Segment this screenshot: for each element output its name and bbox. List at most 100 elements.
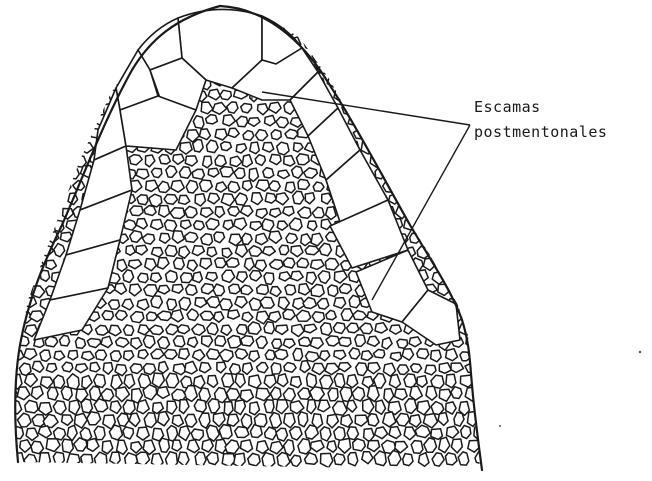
granular-scale bbox=[67, 454, 80, 466]
granular-scale bbox=[305, 425, 318, 439]
granular-scale bbox=[334, 454, 345, 465]
granular-scale bbox=[52, 193, 64, 205]
granular-scale bbox=[370, 128, 382, 139]
granular-scale bbox=[429, 40, 442, 49]
granular-scale bbox=[326, 207, 337, 220]
granular-scale bbox=[131, 338, 142, 349]
granular-scale bbox=[263, 143, 274, 153]
granular-scale bbox=[334, 350, 346, 359]
granular-scale bbox=[290, 427, 303, 440]
granular-scale bbox=[137, 299, 149, 310]
granular-scale bbox=[431, 429, 443, 440]
granular-scale bbox=[283, 309, 295, 319]
granular-scale bbox=[368, 414, 379, 426]
granular-scale bbox=[446, 349, 458, 361]
granular-scale bbox=[291, 271, 304, 280]
granular-scale bbox=[19, 363, 31, 375]
granular-scale bbox=[250, 222, 262, 231]
granular-scale bbox=[158, 337, 170, 349]
granular-scale bbox=[454, 286, 465, 297]
granular-scale bbox=[157, 387, 169, 399]
granular-scale bbox=[4, 52, 17, 60]
granular-scale bbox=[264, 375, 276, 388]
granular-scale bbox=[320, 375, 333, 389]
granular-scale bbox=[425, 24, 438, 33]
granular-scale bbox=[466, 232, 479, 243]
granular-scale bbox=[115, 25, 129, 37]
granular-scale bbox=[298, 207, 311, 218]
granular-scale bbox=[285, 182, 295, 193]
granular-scale bbox=[143, 335, 155, 348]
granular-scale bbox=[195, 452, 206, 466]
granular-scale bbox=[129, 284, 141, 296]
granular-scale bbox=[3, 413, 15, 427]
granular-scale bbox=[255, 155, 265, 166]
granular-scale bbox=[19, 261, 31, 271]
granular-scale bbox=[361, 37, 373, 47]
granular-scale bbox=[67, 65, 79, 75]
granular-scale bbox=[298, 388, 311, 399]
granular-scale bbox=[151, 220, 164, 230]
granular-scale bbox=[468, 311, 479, 322]
granular-scale bbox=[397, 339, 408, 348]
granular-scale bbox=[418, 39, 431, 48]
granular-scale bbox=[200, 311, 214, 320]
granular-scale bbox=[445, 88, 457, 99]
granular-scale bbox=[405, 399, 417, 414]
granular-scale bbox=[293, 191, 304, 204]
granular-scale bbox=[459, 247, 470, 258]
granular-scale bbox=[208, 89, 220, 100]
granular-scale bbox=[201, 208, 214, 218]
granular-scale bbox=[250, 425, 262, 438]
granular-scale bbox=[202, 336, 213, 347]
granular-scale bbox=[243, 363, 253, 375]
granular-scale bbox=[39, 222, 49, 232]
granular-scale bbox=[192, 324, 205, 335]
granular-scale bbox=[27, 219, 38, 231]
granular-scale bbox=[123, 427, 133, 439]
granular-scale bbox=[402, 349, 413, 361]
granular-scale bbox=[72, 101, 85, 113]
granular-scale bbox=[439, 389, 451, 401]
granular-scale bbox=[226, 258, 239, 267]
granular-scale bbox=[62, 415, 73, 425]
granular-scale bbox=[110, 351, 121, 362]
granular-scale bbox=[353, 77, 364, 88]
granular-scale bbox=[179, 297, 191, 310]
granular-scale bbox=[355, 25, 365, 35]
granular-scale bbox=[250, 142, 259, 154]
granular-scale bbox=[297, 258, 309, 268]
granular-scale bbox=[474, 373, 486, 389]
granular-scale bbox=[187, 260, 197, 271]
granular-scale bbox=[374, 37, 386, 47]
granular-scale bbox=[87, 412, 101, 425]
granular-scale bbox=[215, 258, 226, 268]
granular-scale bbox=[131, 442, 142, 453]
granular-scale bbox=[64, 37, 78, 48]
granular-scale bbox=[348, 453, 358, 466]
granular-scale bbox=[47, 179, 58, 191]
granular-scale bbox=[438, 128, 450, 138]
granular-scale bbox=[265, 427, 277, 440]
granular-scale bbox=[296, 154, 309, 165]
granular-scale bbox=[31, 259, 44, 268]
granular-scale bbox=[144, 285, 158, 297]
speck bbox=[499, 425, 501, 427]
granular-scale bbox=[59, 181, 71, 192]
granular-scale bbox=[60, 104, 71, 116]
granular-scale bbox=[301, 234, 312, 246]
granular-scale bbox=[81, 115, 93, 128]
granular-scale bbox=[459, 88, 472, 100]
granular-scale bbox=[375, 427, 388, 439]
granular-scale bbox=[142, 234, 154, 244]
granular-scale bbox=[68, 169, 79, 179]
granular-scale bbox=[389, 427, 401, 439]
granular-scale bbox=[46, 260, 56, 269]
granular-scale bbox=[144, 206, 156, 216]
granular-scale bbox=[222, 454, 235, 467]
granular-scale bbox=[283, 258, 295, 268]
granular-scale bbox=[19, 128, 30, 140]
granular-scale bbox=[269, 231, 282, 243]
granular-scale bbox=[215, 155, 226, 167]
granular-scale bbox=[411, 180, 423, 192]
